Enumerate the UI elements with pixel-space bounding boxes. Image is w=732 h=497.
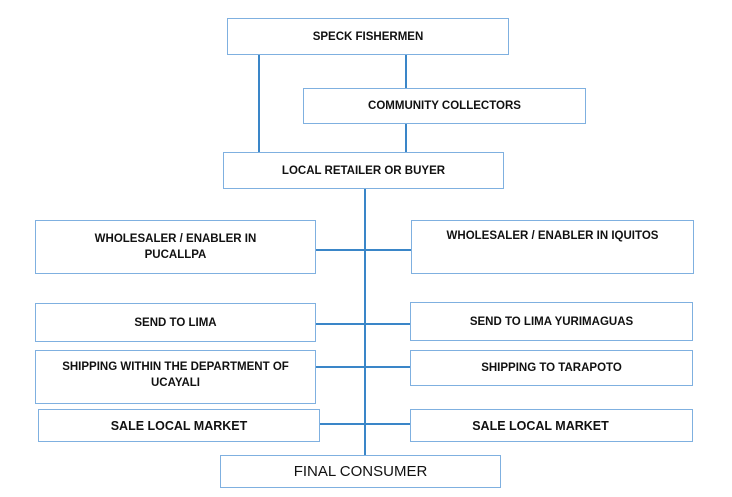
connector-sale-local [319,423,410,425]
node-shipping-tarapoto: SHIPPING TO TARAPOTO [410,350,693,386]
node-sale-local-market-left: SALE LOCAL MARKET [38,409,320,442]
node-sale-local-market-right: SALE LOCAL MARKET [410,409,693,442]
node-shipping-ucayali: SHIPPING WITHIN THE DEPARTMENT OF UCAYAL… [35,350,316,404]
connector-main-trunk [364,188,366,455]
node-final-consumer: FINAL CONSUMER [220,455,501,488]
connector-shipping [315,366,410,368]
node-wholesaler-pucallpa: WHOLESALER / ENABLER IN PUCALLPA [35,220,316,274]
connector-wholesalers [315,249,411,251]
node-send-lima: SEND TO LIMA [35,303,316,342]
connector-send-lima [315,323,410,325]
connector-fishermen-collectors [405,54,407,88]
connector-fishermen-retailer [258,54,260,152]
node-speck-fishermen: SPECK FISHERMEN [227,18,509,55]
node-send-lima-yurimaguas: SEND TO LIMA YURIMAGUAS [410,302,693,341]
node-local-retailer: LOCAL RETAILER OR BUYER [223,152,504,189]
node-wholesaler-iquitos: WHOLESALER / ENABLER IN IQUITOS [411,220,694,274]
node-community-collectors: COMMUNITY COLLECTORS [303,88,586,124]
connector-collectors-retailer [405,123,407,152]
